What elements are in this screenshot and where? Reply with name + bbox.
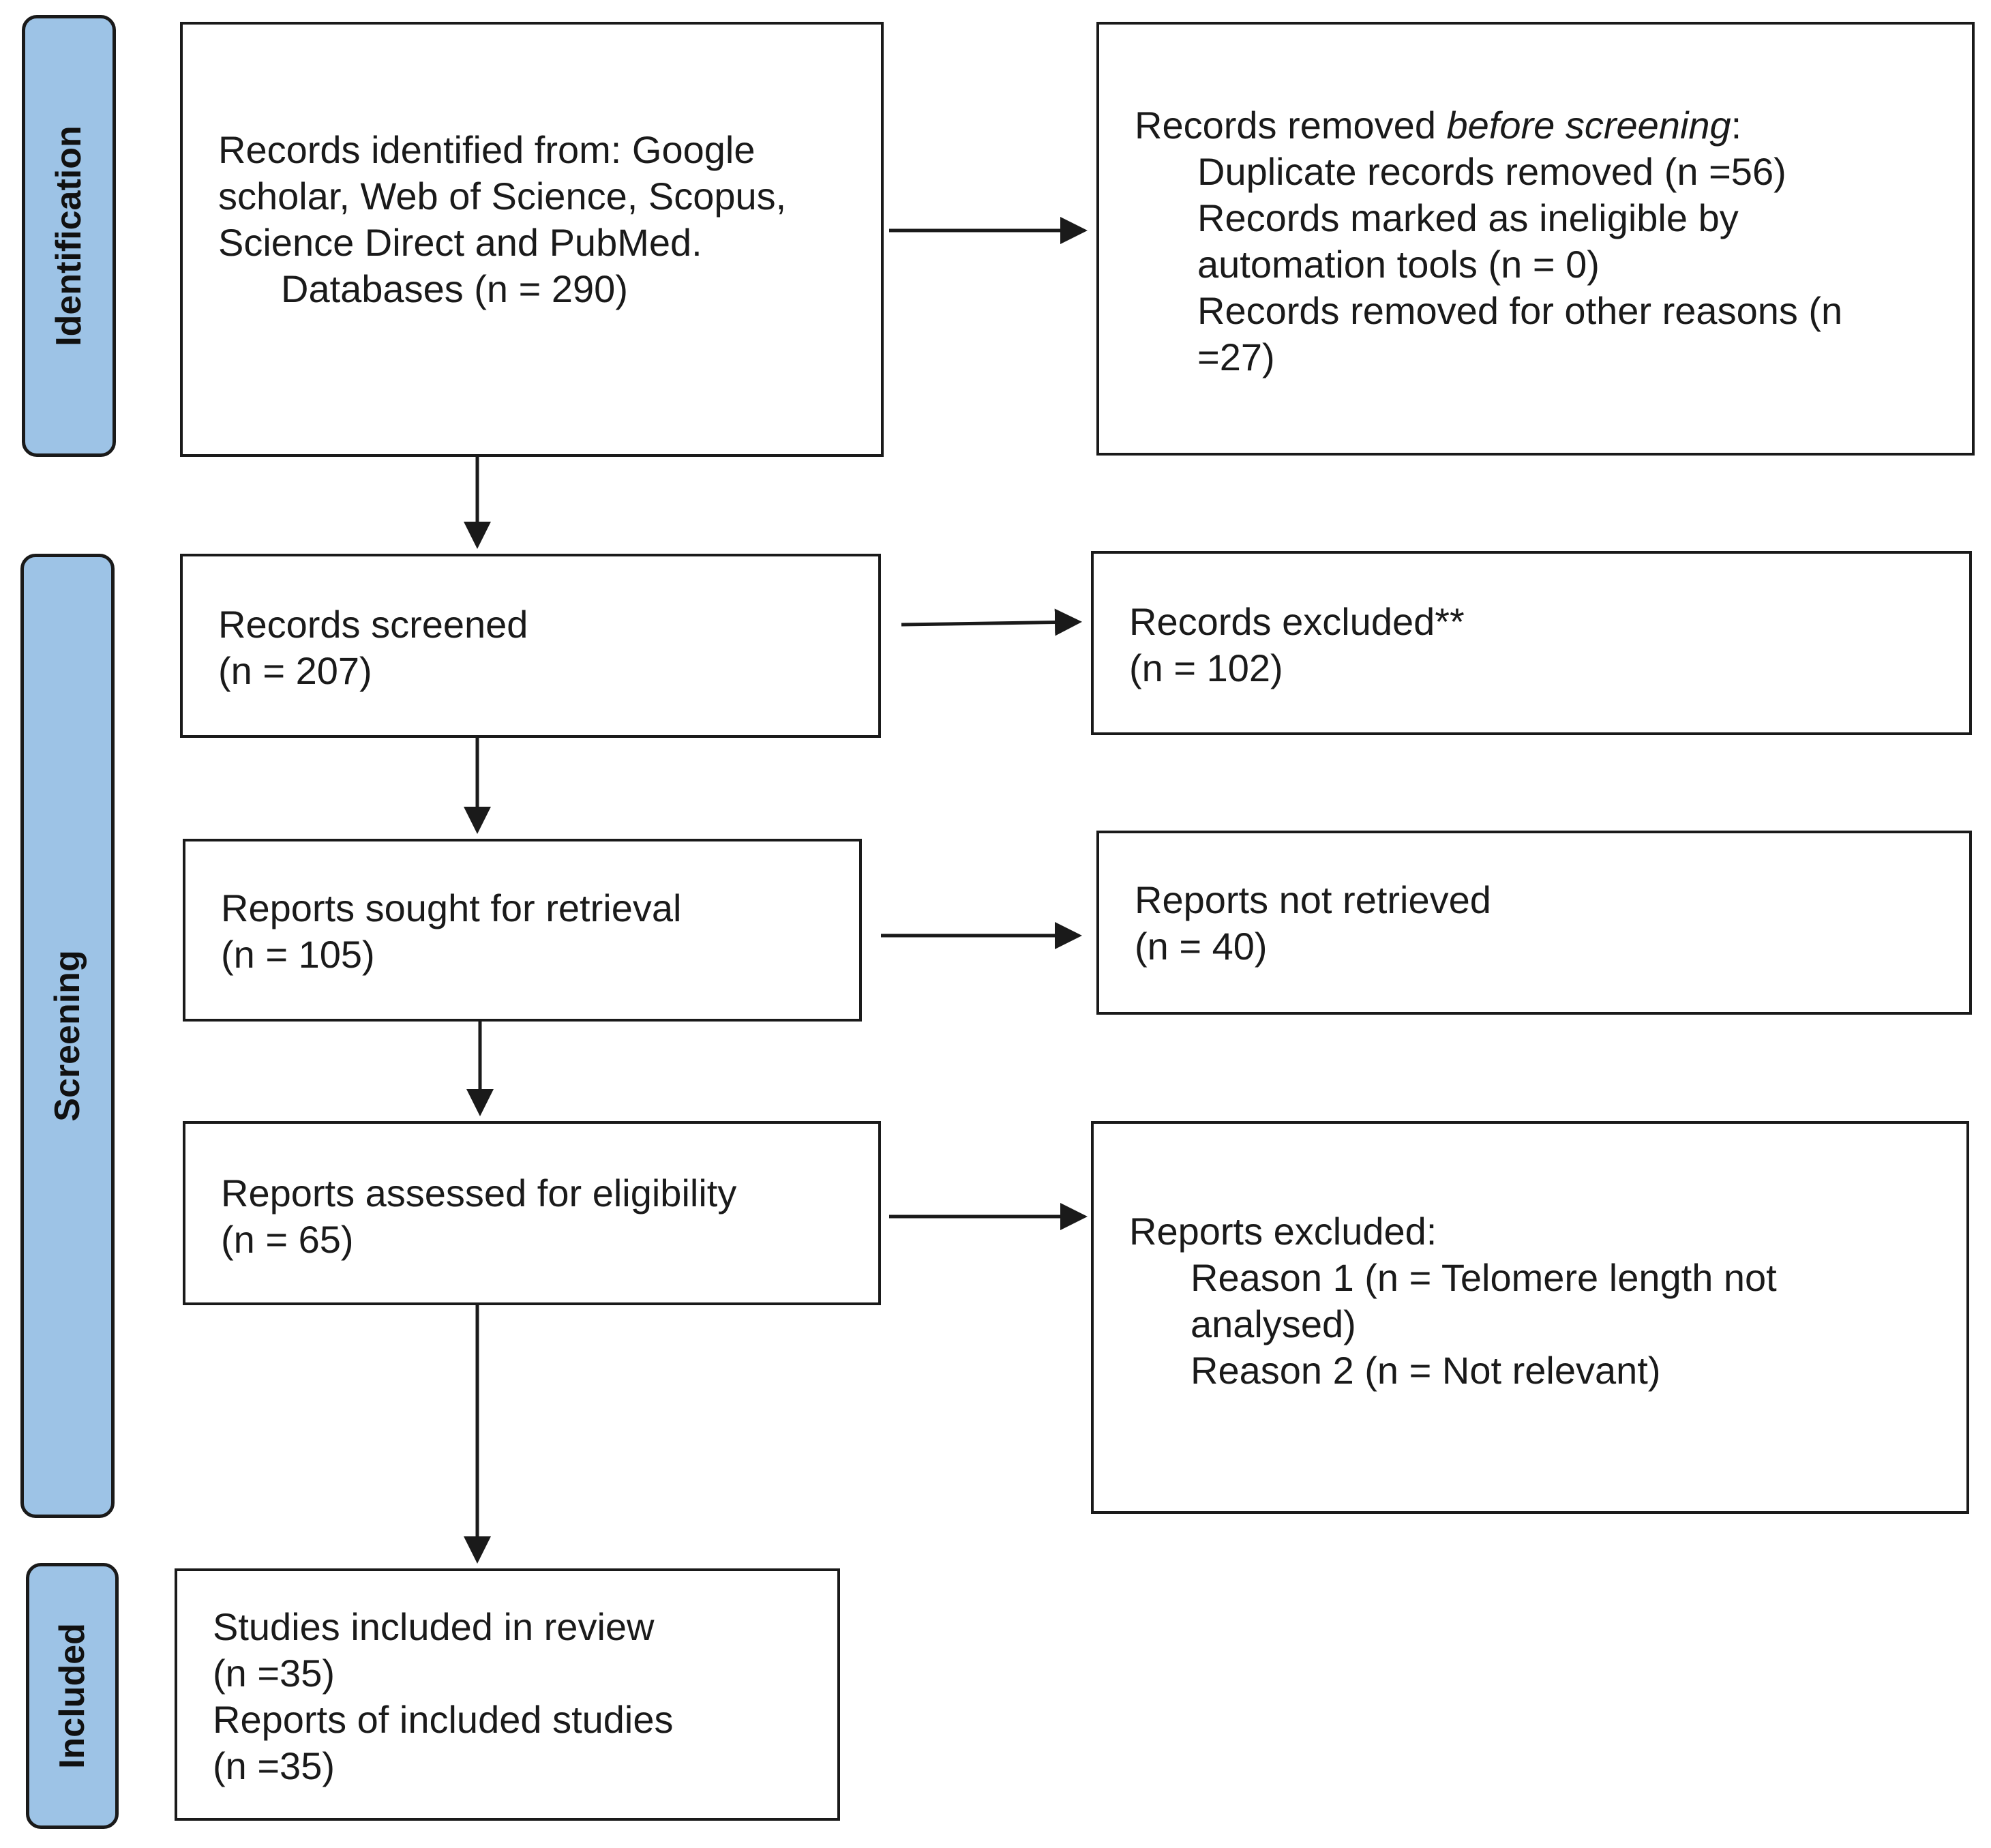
records-removed-heading: Records removed before screening: bbox=[1135, 102, 1958, 149]
records-excluded-count: (n = 102) bbox=[1129, 646, 1283, 689]
records-identified-line3: Science Direct and PubMed. bbox=[218, 221, 702, 264]
reports-sought-count: (n = 105) bbox=[221, 933, 375, 976]
reports-sought-label: Reports sought for retrieval bbox=[221, 886, 682, 929]
reports-excluded-reason1: Reason 1 (n = Telomere length not bbox=[1191, 1256, 1777, 1299]
reports-not-retrieved-count: (n = 40) bbox=[1135, 925, 1268, 968]
phase-identification-label: Identification bbox=[49, 125, 89, 346]
records-screened-count: (n = 207) bbox=[218, 649, 372, 692]
records-removed-automation: automation tools (n = 0) bbox=[1197, 243, 1600, 286]
reports-excluded-reason2: Reason 2 (n = Not relevant) bbox=[1191, 1349, 1661, 1392]
phase-included-label: Included bbox=[53, 1623, 92, 1769]
records-removed-heading-suffix: : bbox=[1731, 104, 1742, 147]
reports-not-retrieved-label: Reports not retrieved bbox=[1135, 878, 1491, 921]
phase-screening: Screening bbox=[20, 554, 115, 1518]
records-screened-label: Records screened bbox=[218, 603, 528, 646]
records-removed-heading-prefix: Records removed bbox=[1135, 104, 1447, 147]
studies-included-label: Studies included in review bbox=[213, 1605, 655, 1648]
reports-included-label: Reports of included studies bbox=[213, 1698, 674, 1741]
records-removed-other: Records removed for other reasons (n bbox=[1197, 289, 1843, 332]
records-identified-count: Databases (n = 290) bbox=[281, 267, 628, 310]
reports-excluded-box: Reports excluded: Reason 1 (n = Telomere… bbox=[1091, 1121, 1969, 1514]
reports-included-count: (n =35) bbox=[213, 1744, 335, 1787]
records-removed-box: Records removed before screening: Duplic… bbox=[1096, 22, 1975, 456]
arrow-screened-to-excluded bbox=[901, 608, 1082, 636]
reports-sought-box: Reports sought for retrieval (n = 105) bbox=[183, 839, 862, 1022]
phase-included: Included bbox=[26, 1563, 119, 1829]
records-removed-ineligible: Records marked as ineligible by bbox=[1197, 196, 1739, 239]
records-identified-line2: scholar, Web of Science, Scopus, bbox=[218, 175, 787, 218]
records-excluded-label: Records excluded** bbox=[1129, 600, 1465, 643]
records-removed-heading-italic: before screening bbox=[1446, 104, 1731, 147]
records-screened-box: Records screened (n = 207) bbox=[180, 554, 881, 738]
studies-included-box: Studies included in review (n =35) Repor… bbox=[175, 1568, 840, 1821]
reports-assessed-label: Reports assessed for eligibility bbox=[221, 1172, 737, 1214]
studies-included-count: (n =35) bbox=[213, 1652, 335, 1695]
records-removed-other-count: =27) bbox=[1197, 336, 1275, 378]
phase-screening-label: Screening bbox=[48, 950, 87, 1122]
records-excluded-box: Records excluded** (n = 102) bbox=[1091, 551, 1972, 735]
reports-assessed-count: (n = 65) bbox=[221, 1218, 354, 1261]
records-removed-duplicates: Duplicate records removed (n =56) bbox=[1197, 150, 1786, 193]
records-identified-line1: Records identified from: Google bbox=[218, 128, 755, 171]
reports-excluded-heading: Reports excluded: bbox=[1129, 1210, 1437, 1253]
reports-assessed-box: Reports assessed for eligibility (n = 65… bbox=[183, 1121, 881, 1305]
reports-not-retrieved-box: Reports not retrieved (n = 40) bbox=[1096, 831, 1972, 1015]
records-identified-box: Records identified from: Google scholar,… bbox=[180, 22, 884, 457]
phase-identification: Identification bbox=[22, 15, 116, 457]
reports-excluded-reason1-cont: analysed) bbox=[1191, 1302, 1356, 1345]
